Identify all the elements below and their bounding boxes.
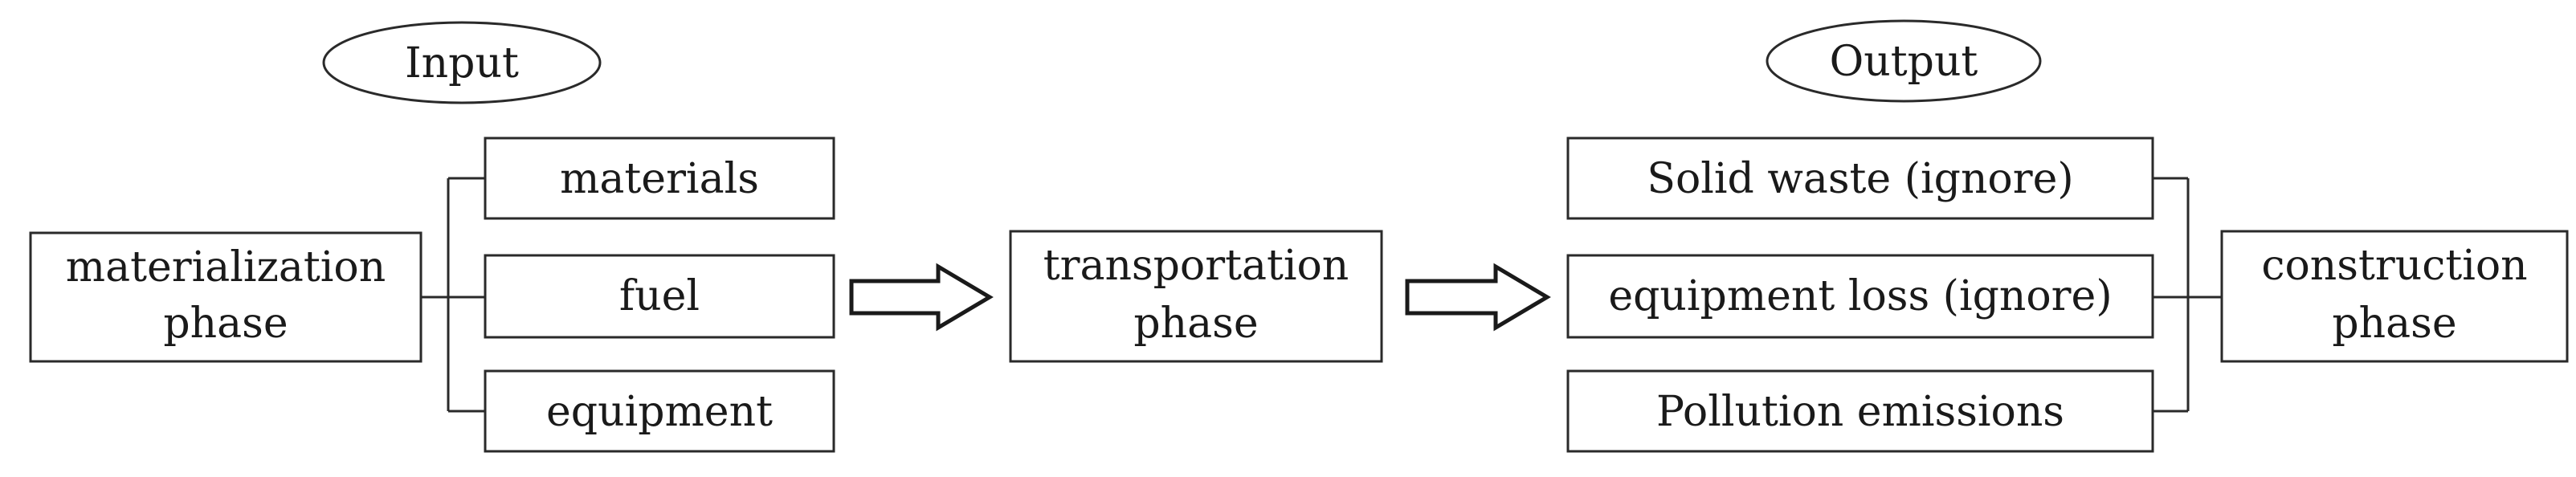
input-equipment-text: equipment [546, 388, 773, 436]
input-fuel-box: fuel [484, 254, 835, 339]
input-equipment-box: equipment [484, 369, 835, 453]
transportation-phase-line1: transportation [1043, 242, 1349, 290]
input-fuel-text: fuel [619, 272, 700, 320]
construction-phase-line2: phase [2332, 300, 2456, 348]
output-solid-waste-box: Solid waste (ignore) [1566, 137, 2154, 220]
materialization-phase-rect [29, 231, 423, 363]
arrow-right-icon [1405, 263, 1551, 332]
construction-phase-line1: construction [2261, 242, 2527, 290]
output-ellipse [1766, 19, 2042, 103]
output-label: Output [1766, 19, 2042, 103]
transportation-phase-line2: phase [1133, 300, 1258, 348]
output-equipment-loss-rect [1566, 254, 2154, 339]
output-solid-waste-text: Solid waste (ignore) [1647, 155, 2073, 203]
output-pollution-text: Pollution emissions [1656, 388, 2064, 436]
output-equipment-loss-box: equipment loss (ignore) [1566, 254, 2154, 339]
input-bracket [421, 177, 485, 413]
input-label: Input [322, 21, 602, 104]
output-pollution-box: Pollution emissions [1566, 369, 2154, 453]
materialization-phase-box: materialization phase [29, 231, 423, 363]
input-equipment-rect [484, 369, 835, 453]
input-ellipse [322, 21, 602, 104]
output-label-text: Output [1830, 38, 1978, 86]
input-fuel-rect [484, 254, 835, 339]
output-solid-waste-rect [1566, 137, 2154, 220]
materialization-phase-line2: phase [163, 300, 288, 348]
arrow-right-icon [849, 263, 994, 332]
input-label-text: Input [405, 39, 519, 88]
materialization-phase-line1: materialization [66, 243, 386, 292]
construction-phase-box: construction phase [2220, 230, 2569, 363]
output-bracket [2153, 177, 2222, 413]
construction-phase-rect [2220, 230, 2569, 363]
input-materials-text: materials [560, 155, 759, 203]
output-equipment-loss-text: equipment loss (ignore) [1608, 272, 2112, 320]
transportation-phase-rect [1009, 230, 1383, 363]
transportation-phase-box: transportation phase [1009, 230, 1383, 363]
input-materials-box: materials [484, 137, 835, 220]
input-materials-rect [484, 137, 835, 220]
